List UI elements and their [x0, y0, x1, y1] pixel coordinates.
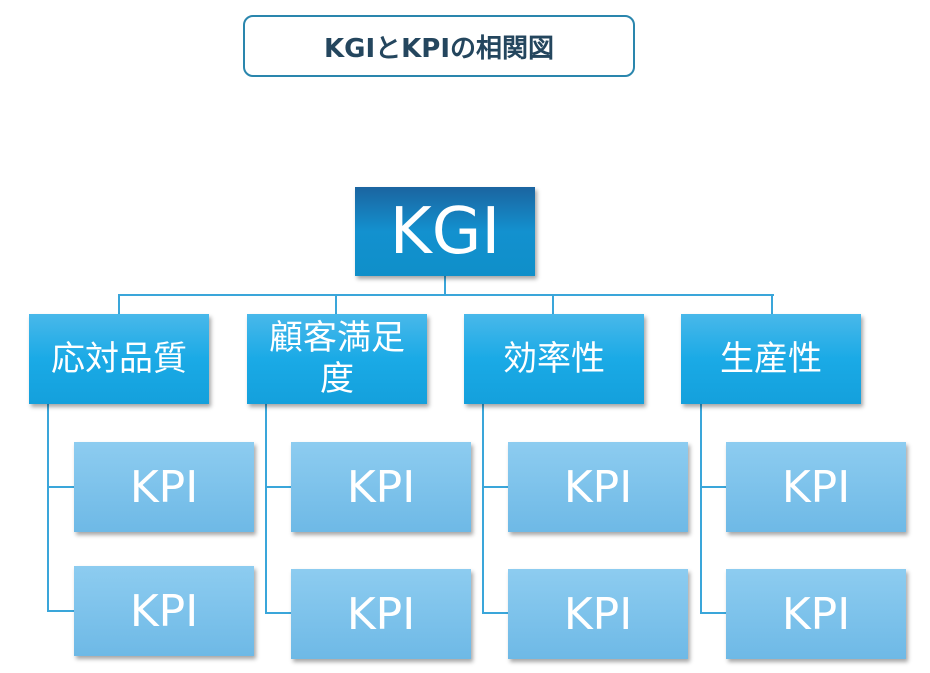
- connector: [482, 486, 508, 488]
- kpi-node: KPI: [508, 442, 688, 532]
- connector: [700, 486, 726, 488]
- kpi-node: KPI: [508, 569, 688, 659]
- connector: [47, 486, 74, 488]
- connector: [700, 404, 702, 614]
- connector: [700, 612, 726, 614]
- category-node: 効率性: [464, 314, 644, 404]
- connector: [118, 294, 774, 296]
- kgi-node: KGI: [355, 187, 535, 276]
- connector: [552, 294, 554, 314]
- kpi-node: KPI: [74, 566, 254, 656]
- kpi-node: KPI: [726, 442, 906, 532]
- connector: [771, 294, 773, 314]
- connector: [47, 404, 49, 612]
- connector: [482, 612, 508, 614]
- connector: [482, 404, 484, 614]
- connector: [335, 294, 337, 314]
- connector: [265, 404, 267, 614]
- diagram-title: KGIとKPIの相関図: [243, 15, 635, 77]
- connector: [265, 486, 291, 488]
- connector: [47, 610, 74, 612]
- category-node: 応対品質: [29, 314, 209, 404]
- category-node: 生産性: [681, 314, 861, 404]
- kpi-node: KPI: [726, 569, 906, 659]
- kpi-node: KPI: [74, 442, 254, 532]
- connector: [118, 294, 120, 314]
- kpi-node: KPI: [291, 442, 471, 532]
- kpi-node: KPI: [291, 569, 471, 659]
- connector: [444, 276, 446, 296]
- connector: [265, 612, 291, 614]
- category-node: 顧客満足度: [247, 314, 427, 404]
